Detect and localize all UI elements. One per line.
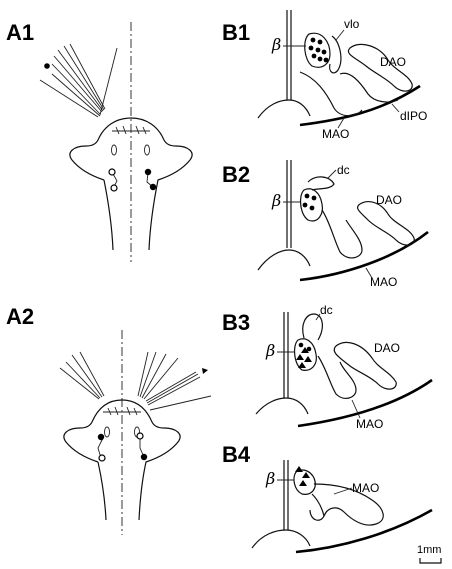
cell-dots-b1 xyxy=(309,38,329,63)
recording-fan-a2-left xyxy=(60,352,104,399)
stim-open-a2-right xyxy=(137,433,143,439)
panel-b2: B2 β dc DAO MAO xyxy=(222,160,428,289)
mao-label-b1: MAO xyxy=(322,127,349,141)
brainstem-left-b4 xyxy=(252,530,310,548)
panel-label-b2: B2 xyxy=(222,162,250,187)
panel-label-a1: A1 xyxy=(6,20,34,45)
beta-nucleus-b4 xyxy=(294,470,315,494)
dc-label-b3: dc xyxy=(320,303,333,317)
panel-label-b4: B4 xyxy=(222,442,251,467)
dao-outline-b2 xyxy=(358,202,415,245)
oval-a1-left xyxy=(112,145,117,155)
vlo-outline-b1 xyxy=(330,36,341,73)
ventral-surface-b2 xyxy=(300,232,428,280)
mao-label-b4: MAO xyxy=(352,481,379,495)
stim-open-a1-left xyxy=(109,169,115,175)
scale-bar-line xyxy=(420,558,441,563)
dao-label-b2: DAO xyxy=(376,193,402,207)
cell-dots-b2 xyxy=(303,194,317,211)
dc-leader-b2 xyxy=(328,170,336,178)
vlo-leader-b1 xyxy=(336,30,344,40)
panel-label-b1-text: B1 xyxy=(222,20,250,45)
beta-label-b3: β xyxy=(265,341,275,360)
cell-markers-b3 xyxy=(296,343,312,368)
dao-label-b1: DAO xyxy=(380,55,406,69)
panel-label-b3: B3 xyxy=(222,310,250,335)
panel-b4: B4 β MAO xyxy=(222,442,432,552)
dc-outline-b3 xyxy=(303,314,323,340)
oval-a2-left xyxy=(105,427,110,437)
stim-open-a2-left xyxy=(99,455,105,461)
recording-fan-a2-right xyxy=(138,352,211,410)
recording-fan-a1 xyxy=(40,44,117,117)
mao-leader-b4 xyxy=(334,488,352,494)
electrode-triangle-a2 xyxy=(202,368,208,374)
mao-outline-b1 xyxy=(300,72,362,116)
scale-bar-label: 1mm xyxy=(417,544,441,556)
beta-label-b1: β xyxy=(271,35,281,54)
cell-markers-b4 xyxy=(295,466,310,486)
scale-bar: 1mm xyxy=(417,544,441,563)
panel-b3: B3 β dc DAO MAO xyxy=(222,303,432,431)
panel-label-a2: A2 xyxy=(6,304,34,329)
mao-outline-b3 xyxy=(318,356,356,398)
stim-filled-a1-right xyxy=(145,169,151,175)
stim-filled-a1-right2 xyxy=(150,184,156,190)
brainstem-left-b2 xyxy=(258,250,310,270)
brainstem-left-b1 xyxy=(258,100,310,118)
beta-nucleus-b3 xyxy=(295,339,317,371)
vlo-label-b1: vlo xyxy=(344,17,360,31)
dao-label-b3: DAO xyxy=(374,341,400,355)
mao-label-b2: MAO xyxy=(370,275,397,289)
stim-filled-a2-left xyxy=(98,434,104,440)
panel-a1: A1 xyxy=(6,20,192,262)
ventral-surface-b4 xyxy=(296,510,432,552)
stim-filled-a2-right xyxy=(141,454,147,460)
stim-open-a1-left2 xyxy=(111,185,117,191)
mao-label-b3: MAO xyxy=(356,417,383,431)
panel-a2: A2 xyxy=(6,304,211,535)
dc-outline-b2 xyxy=(308,177,334,190)
brainstem-left-b3 xyxy=(256,398,308,414)
mao-inner-b4 xyxy=(312,494,324,516)
dlpo-leader-b1 xyxy=(392,104,399,112)
mao-outline-b2 xyxy=(322,210,362,258)
dc-label-b2: dc xyxy=(337,163,350,177)
mao-leader-b2 xyxy=(366,268,372,278)
electrode-dot-a1 xyxy=(44,63,50,69)
dlpo-label-b1: dIPO xyxy=(400,109,427,123)
panel-b1: B1 β vlo DAO dIPO MAO xyxy=(222,10,427,141)
beta-label-b4: β xyxy=(265,469,275,488)
dlpo-outline-b1 xyxy=(340,73,398,102)
oval-a1-right xyxy=(145,145,150,155)
beta-label-b2: β xyxy=(271,191,281,210)
